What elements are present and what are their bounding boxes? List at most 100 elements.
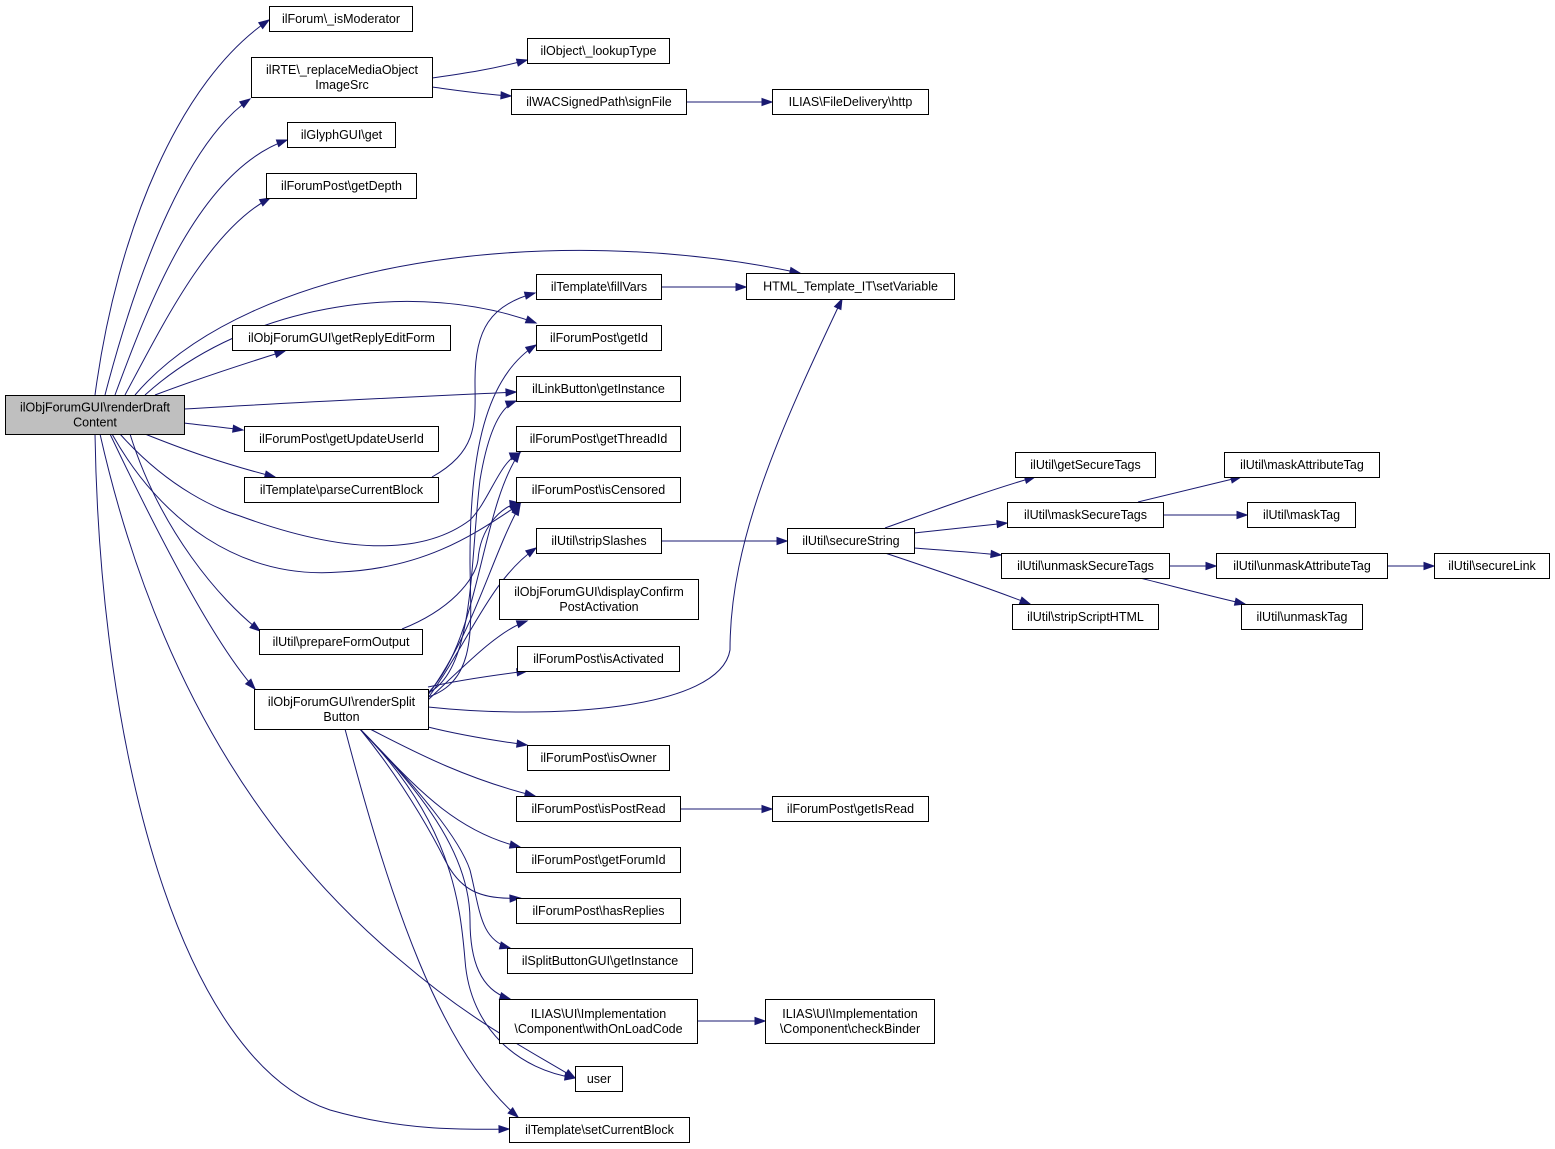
node-glyphGet[interactable]: ilGlyphGUI\get xyxy=(287,122,396,148)
call-edge xyxy=(427,503,521,696)
node-label: ilForumPost\getDepth xyxy=(281,179,402,193)
node-hasReplies[interactable]: ilForumPost\hasReplies xyxy=(516,898,681,924)
arrowhead xyxy=(776,536,789,546)
call-edge xyxy=(427,344,538,698)
node-stripSlashes[interactable]: ilUtil\stripSlashes xyxy=(536,528,662,554)
node-prepareFormOutput[interactable]: ilUtil\prepareFormOutput xyxy=(259,629,423,655)
node-getIsRead[interactable]: ilForumPost\getIsRead xyxy=(772,796,929,822)
call-edge xyxy=(359,728,577,1081)
node-box xyxy=(5,395,185,435)
call-edge-line xyxy=(431,59,528,79)
node-user[interactable]: user xyxy=(575,1066,623,1092)
node-parseCurrentBlock[interactable]: ilTemplate\parseCurrentBlock xyxy=(244,477,439,503)
arrowhead xyxy=(508,840,522,849)
node-withOnLoadCode[interactable]: ILIAS\UI\Implementation\Component\withOn… xyxy=(499,999,698,1044)
node-secureLink[interactable]: ilUtil\secureLink xyxy=(1434,553,1550,579)
node-box xyxy=(244,426,439,452)
arrowhead xyxy=(754,1016,767,1026)
node-checkBinder[interactable]: ILIAS\UI\Implementation\Component\checkB… xyxy=(765,999,935,1044)
node-box xyxy=(269,6,413,32)
node-label: Button xyxy=(323,710,359,724)
call-edge-line xyxy=(427,504,521,696)
node-splitButton[interactable]: ilSplitButtonGUI\getInstance xyxy=(507,948,693,974)
arrowhead xyxy=(505,388,518,397)
node-isOwner[interactable]: ilForumPost\isOwner xyxy=(527,745,670,771)
node-maskTag[interactable]: ilUtil\maskTag xyxy=(1247,502,1356,528)
node-maskSecureTags[interactable]: ilUtil\maskSecureTags xyxy=(1007,502,1164,528)
node-http[interactable]: ILIAS\FileDelivery\http xyxy=(772,89,929,115)
node-getUpdateUserId[interactable]: ilForumPost\getUpdateUserId xyxy=(244,426,439,452)
call-edge-line xyxy=(427,620,528,701)
node-box xyxy=(516,477,681,503)
node-secureString[interactable]: ilUtil\secureString xyxy=(787,528,915,554)
node-getSecureTags[interactable]: ilUtil\getSecureTags xyxy=(1015,452,1156,478)
node-getId[interactable]: ilForumPost\getId xyxy=(536,325,662,351)
node-linkButton[interactable]: ilLinkButton\getInstance xyxy=(516,376,681,402)
call-edge-line xyxy=(129,433,261,632)
node-isPostRead[interactable]: ilForumPost\isPostRead xyxy=(516,796,681,822)
node-box xyxy=(516,426,681,452)
node-label: ILIAS\UI\Implementation xyxy=(531,1007,667,1021)
node-setVariable[interactable]: HTML_Template_IT\setVariable xyxy=(746,273,955,300)
node-signFile[interactable]: ilWACSignedPath\signFile xyxy=(511,89,687,115)
node-displayConfirm[interactable]: ilObjForumGUI\displayConfirmPostActivati… xyxy=(499,579,699,620)
node-isActivated[interactable]: ilForumPost\isActivated xyxy=(517,646,680,672)
node-box xyxy=(259,629,423,655)
node-label: ImageSrc xyxy=(315,78,369,92)
arrowhead xyxy=(516,739,529,748)
call-edge xyxy=(129,433,262,632)
node-label: ilObjForumGUI\renderSplit xyxy=(268,695,416,709)
call-edge-line xyxy=(144,300,537,396)
node-label: \Component\withOnLoadCode xyxy=(514,1022,682,1036)
call-edge xyxy=(401,499,522,630)
node-label: ilUtil\maskTag xyxy=(1263,508,1340,522)
call-edge xyxy=(427,726,529,748)
call-edge-line xyxy=(111,433,521,574)
node-box xyxy=(516,898,681,924)
call-edge xyxy=(660,536,789,546)
call-edge-line xyxy=(431,86,512,97)
node-maskAttributeTag[interactable]: ilUtil\maskAttributeTag xyxy=(1224,452,1380,478)
call-edge-line xyxy=(427,344,537,698)
node-box xyxy=(499,999,698,1044)
node-lookupType[interactable]: ilObject\_lookupType xyxy=(527,38,670,64)
node-getThreadId[interactable]: ilForumPost\getThreadId xyxy=(516,426,681,452)
arrowhead xyxy=(273,350,287,359)
node-box xyxy=(509,1117,690,1143)
arrowhead xyxy=(238,98,252,109)
call-edge-line xyxy=(359,728,511,1000)
call-edge xyxy=(359,728,512,1001)
node-getReplyEditForm[interactable]: ilObjForumGUI\getReplyEditForm xyxy=(232,325,451,351)
node-label: ilUtil\unmaskTag xyxy=(1256,610,1347,624)
call-edge xyxy=(344,728,520,1118)
node-getDepth[interactable]: ilForumPost\getDepth xyxy=(266,173,417,199)
node-box xyxy=(772,89,929,115)
node-stripScriptHTML[interactable]: ilUtil\stripScriptHTML xyxy=(1012,604,1159,630)
node-unmaskAttributeTag[interactable]: ilUtil\unmaskAttributeTag xyxy=(1216,553,1388,579)
node-label: ilForumPost\isCensored xyxy=(532,483,665,497)
arrowhead xyxy=(524,315,538,324)
node-box xyxy=(287,122,396,148)
call-edge xyxy=(427,620,529,701)
node-isCensored[interactable]: ilForumPost\isCensored xyxy=(516,477,681,503)
call-edge-line xyxy=(427,547,537,699)
node-getForumId[interactable]: ilForumPost\getForumId xyxy=(516,847,681,873)
call-edge-line xyxy=(144,433,276,478)
arrowhead xyxy=(524,344,538,355)
node-unmaskTag[interactable]: ilUtil\unmaskTag xyxy=(1241,604,1363,630)
arrowhead xyxy=(498,1125,511,1134)
node-isModerator[interactable]: ilForum\_isModerator xyxy=(269,6,413,32)
call-edge-line xyxy=(154,350,286,396)
node-label: ilObjForumGUI\displayConfirm xyxy=(514,585,683,599)
node-box xyxy=(499,579,699,620)
node-label: ilUtil\unmaskSecureTags xyxy=(1017,559,1154,573)
call-edge-line xyxy=(913,522,1008,534)
node-setCurrentBlock[interactable]: ilTemplate\setCurrentBlock xyxy=(509,1117,690,1143)
call-edge-line xyxy=(427,298,843,713)
node-unmaskSecureTags[interactable]: ilUtil\unmaskSecureTags xyxy=(1001,553,1170,579)
node-fillVars[interactable]: ilTemplate\fillVars xyxy=(536,274,662,300)
